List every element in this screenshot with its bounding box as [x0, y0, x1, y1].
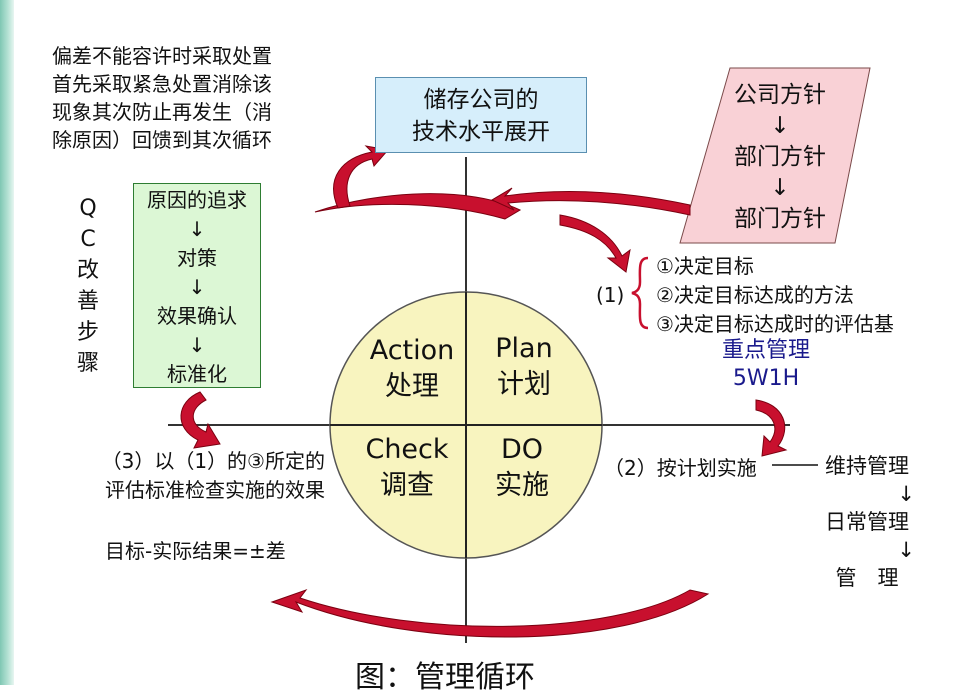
- note-line: 首先采取紧急处置消除该: [52, 72, 272, 96]
- step1-item: ②决定目标达成的方法: [656, 283, 854, 307]
- policy-parallelogram: [679, 67, 871, 244]
- down-arrow-icon: ↓: [897, 482, 915, 506]
- policy-line: 部门方针: [734, 144, 826, 170]
- quadrant-plan: Plan 计划: [464, 331, 584, 403]
- step1-list: ①决定目标 ②决定目标达成的方法 ③决定目标达成时的评估基: [656, 252, 894, 339]
- figure-caption: 图：管理循环: [355, 660, 535, 695]
- maintenance-item: 日常管理: [825, 510, 909, 534]
- down-arrow-icon: ↓: [188, 217, 206, 241]
- top-cycle-arrow: [314, 193, 522, 220]
- quadrant-en: Action: [369, 335, 455, 366]
- key-mgmt-line: 重点管理: [721, 338, 810, 363]
- qc-label-char: 改: [76, 258, 99, 283]
- step3-text: （3）以（1）的③所定的 评估标准检查实施的效果: [55, 447, 325, 505]
- quadrant-do: DO 实施: [462, 432, 582, 504]
- qc-label-char: 善: [76, 289, 99, 314]
- left-decorative-stripe: [0, 0, 14, 685]
- tech-level-box: 储存公司的 技术水平展开: [375, 77, 587, 153]
- qc-steps-box: 原因的追求 ↓ 对策 ↓ 效果确认 ↓ 标准化: [133, 183, 261, 388]
- quadrant-en: Plan: [495, 333, 553, 364]
- qc-steps-label: Q C 改 善 步 骤: [76, 193, 100, 379]
- step1-brace: [631, 256, 649, 330]
- plan-to-step1-arrow: [559, 214, 631, 273]
- note-line: 现象其次防止再发生（消: [52, 100, 272, 124]
- down-arrow-icon: ↓: [770, 175, 790, 201]
- qc-label-char: 步: [76, 320, 99, 345]
- down-arrow-icon: ↓: [897, 538, 915, 562]
- policy-line: 部门方针: [734, 206, 826, 232]
- qc-label-char: Q: [79, 196, 97, 221]
- down-arrow-icon: ↓: [188, 333, 206, 357]
- step1-label: (1): [596, 283, 625, 307]
- tech-box-line: 技术水平展开: [412, 119, 550, 145]
- step1-item: ③决定目标达成时的评估基: [656, 312, 894, 336]
- step3-line: （3）以（1）的③所定的: [101, 449, 325, 473]
- quadrant-en: DO: [500, 434, 544, 465]
- quadrant-check: Check 调查: [347, 432, 467, 504]
- quadrant-en: Check: [365, 434, 449, 465]
- quadrant-zh: 计划: [497, 369, 551, 400]
- plan-to-do-arrow: [755, 399, 788, 457]
- qc-step: 效果确认: [157, 304, 237, 328]
- bottom-cycle-arrow: [270, 588, 710, 638]
- note-line: 除原因）回馈到其次循环: [52, 128, 272, 152]
- step1-item: ①决定目标: [656, 254, 754, 278]
- key-management-label: 重点管理 5W1H: [700, 337, 832, 393]
- qc-label-char: 骤: [76, 351, 99, 376]
- key-mgmt-line: 5W1H: [732, 366, 800, 391]
- policy-to-plan-arrow: [490, 187, 691, 216]
- result-formula: 目标-实际结果=±差: [105, 539, 286, 563]
- maintenance-item: 维持管理: [825, 454, 909, 478]
- down-arrow-icon: ↓: [770, 113, 790, 139]
- quadrant-zh: 实施: [495, 470, 549, 501]
- qc-step: 原因的追求: [147, 188, 247, 212]
- deviation-note: 偏差不能容许时采取处置 首先采取紧急处置消除该 现象其次防止再发生（消 除原因）…: [52, 42, 322, 154]
- tech-box-line: 储存公司的: [423, 87, 539, 113]
- step3-line: 评估标准检查实施的效果: [105, 478, 325, 502]
- quadrant-zh: 处理: [385, 371, 439, 402]
- maintenance-column: 维持管理 ↓ 日常管理 ↓ 管 理: [815, 452, 919, 592]
- qc-label-char: C: [80, 227, 96, 252]
- check-to-action-arrow: [180, 391, 221, 449]
- maintenance-item: 管 理: [835, 566, 899, 590]
- policy-line: 公司方针: [734, 82, 826, 108]
- qc-step: 对策: [177, 246, 217, 270]
- note-line: 偏差不能容许时采取处置: [52, 44, 272, 68]
- qc-step: 标准化: [167, 362, 227, 386]
- step2-text: （2）按计划实施: [604, 456, 757, 480]
- down-arrow-icon: ↓: [188, 275, 206, 299]
- policy-box-text: 公司方针 ↓ 部门方针 ↓ 部门方针: [705, 80, 855, 235]
- quadrant-zh: 调查: [380, 470, 434, 501]
- quadrant-action: Action 处理: [352, 333, 472, 405]
